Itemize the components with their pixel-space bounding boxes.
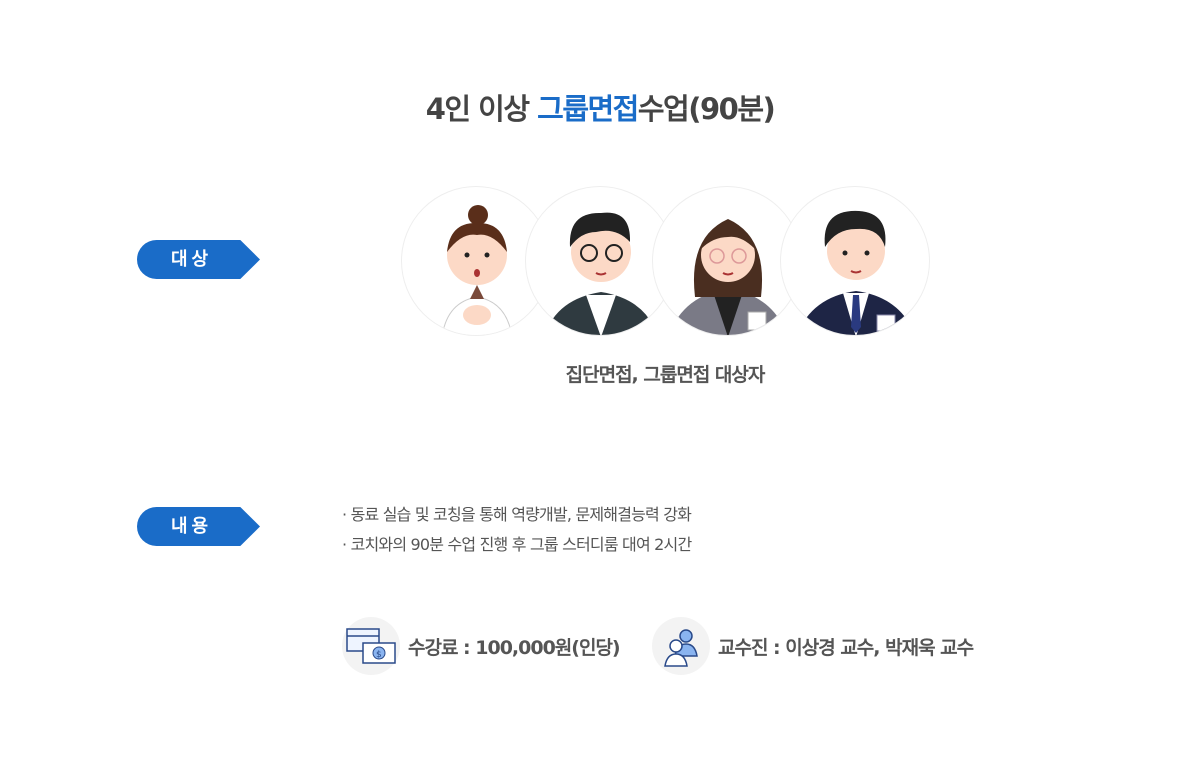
faculty-info: 교수진 : 이상경 교수, 박재욱 교수 bbox=[652, 617, 974, 675]
faculty-text: 교수진 : 이상경 교수, 박재욱 교수 bbox=[718, 636, 974, 659]
fee-text: 수강료 : 100,000원(인당) bbox=[408, 636, 621, 659]
people-icon bbox=[652, 617, 710, 675]
avatar-woman-2 bbox=[652, 186, 802, 336]
content-tag: 내용 bbox=[137, 507, 260, 546]
title-suffix: 수업(90분) bbox=[637, 92, 776, 126]
content-list: · 동료 실습 및 코칭을 통해 역량개발, 문제해결능력 강화 · 코치와의 … bbox=[342, 500, 692, 560]
title-highlight: 그룹면접 bbox=[537, 92, 639, 126]
svg-text:$: $ bbox=[376, 650, 382, 660]
title-prefix: 4인 이상 bbox=[425, 92, 538, 126]
target-tag: 대상 bbox=[137, 240, 260, 279]
avatar-man-glasses bbox=[525, 186, 675, 336]
page-title: 4인 이상 그룹면접수업(90분) bbox=[0, 86, 1200, 128]
target-caption: 집단면접, 그룹면접 대상자 bbox=[565, 364, 766, 386]
content-line: · 동료 실습 및 코칭을 통해 역량개발, 문제해결능력 강화 bbox=[342, 505, 692, 524]
fee-info: $ 수강료 : 100,000원(인당) bbox=[342, 617, 621, 675]
money-icon: $ bbox=[342, 617, 400, 675]
avatar-man-suit bbox=[780, 186, 930, 336]
content-line: · 코치와의 90분 수업 진행 후 그룹 스터디룸 대여 2시간 bbox=[342, 535, 692, 554]
